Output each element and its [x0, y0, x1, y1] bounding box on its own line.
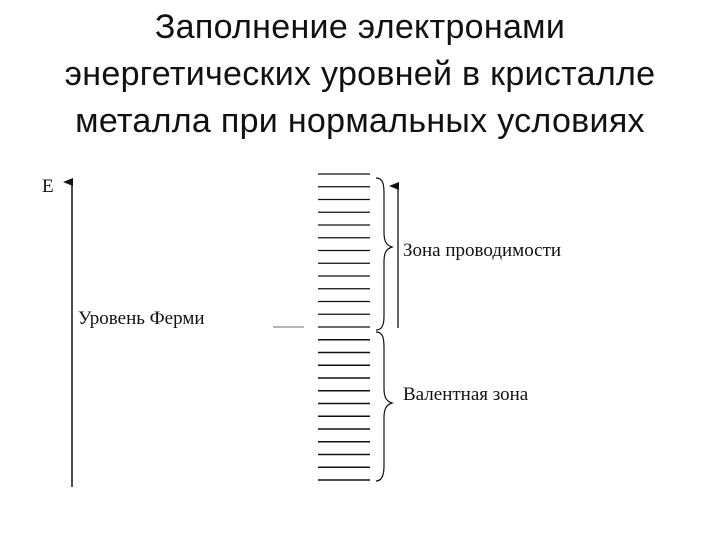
energy-levels — [318, 173, 370, 481]
title-line-1: Заполнение электронами — [154, 8, 566, 46]
energy-axis-label: E — [42, 176, 54, 197]
valence-band-brace — [375, 331, 394, 482]
slide-title: Заполнение электронами энергетических ур… — [0, 4, 720, 145]
title-line-2: энергетических уровней в кристалле — [64, 55, 656, 93]
title-line-3: металла при нормальных условиях — [75, 102, 645, 140]
conduction-band-brace — [375, 177, 394, 331]
valence-band-label: Валентная зона — [403, 384, 529, 405]
conduction-band-label: Зона проводимости — [403, 240, 562, 261]
fermi-level-label: Уровень Ферми — [78, 308, 205, 329]
